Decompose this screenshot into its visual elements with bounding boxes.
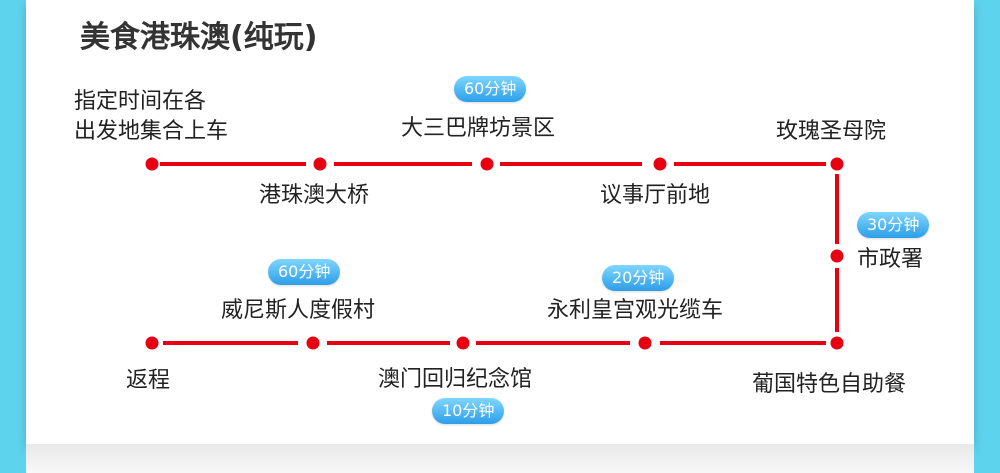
itinerary-card xyxy=(26,0,974,444)
stop-dot-church xyxy=(830,157,844,171)
stop-label-bridge: 港珠澳大桥 xyxy=(259,183,370,208)
duration-badge-ruins: 60分钟 xyxy=(454,76,527,102)
stop-dot-venetian xyxy=(306,336,320,350)
stop-dot-start xyxy=(145,157,159,171)
stop-dot-return xyxy=(145,336,159,350)
stop-dot-memorial xyxy=(456,336,470,350)
page-title: 美食港珠澳(纯玩) xyxy=(80,20,318,55)
stop-dot-office xyxy=(830,249,844,263)
stop-label-start-line1: 指定时间在各 xyxy=(74,89,207,114)
duration-badge-memorial: 10分钟 xyxy=(432,398,505,424)
stop-dot-bridge xyxy=(313,157,327,171)
stop-label-venetian: 威尼斯人度假村 xyxy=(221,298,376,323)
stop-label-ruins: 大三巴牌坊景区 xyxy=(401,116,556,141)
stop-label-senado: 议事厅前地 xyxy=(600,183,711,208)
stop-dot-cablecar xyxy=(638,336,652,350)
stop-label-office: 市政署 xyxy=(857,247,924,272)
stop-label-return: 返程 xyxy=(126,368,171,393)
stop-dot-senado xyxy=(653,157,667,171)
duration-badge-venetian: 60分钟 xyxy=(268,259,341,285)
stop-dot-buffet xyxy=(830,336,844,350)
stop-label-church: 玫瑰圣母院 xyxy=(776,119,887,144)
stop-label-memorial: 澳门回归纪念馆 xyxy=(378,367,533,392)
stop-label-start-line2: 出发地集合上车 xyxy=(74,119,229,144)
card-footer-shadow xyxy=(26,444,974,473)
duration-badge-cablecar: 20分钟 xyxy=(602,265,675,291)
stop-dot-ruins xyxy=(480,157,494,171)
duration-badge-office: 30分钟 xyxy=(857,212,930,238)
stop-label-buffet: 葡国特色自助餐 xyxy=(752,372,907,397)
stop-label-cablecar: 永利皇宫观光缆车 xyxy=(547,298,724,323)
